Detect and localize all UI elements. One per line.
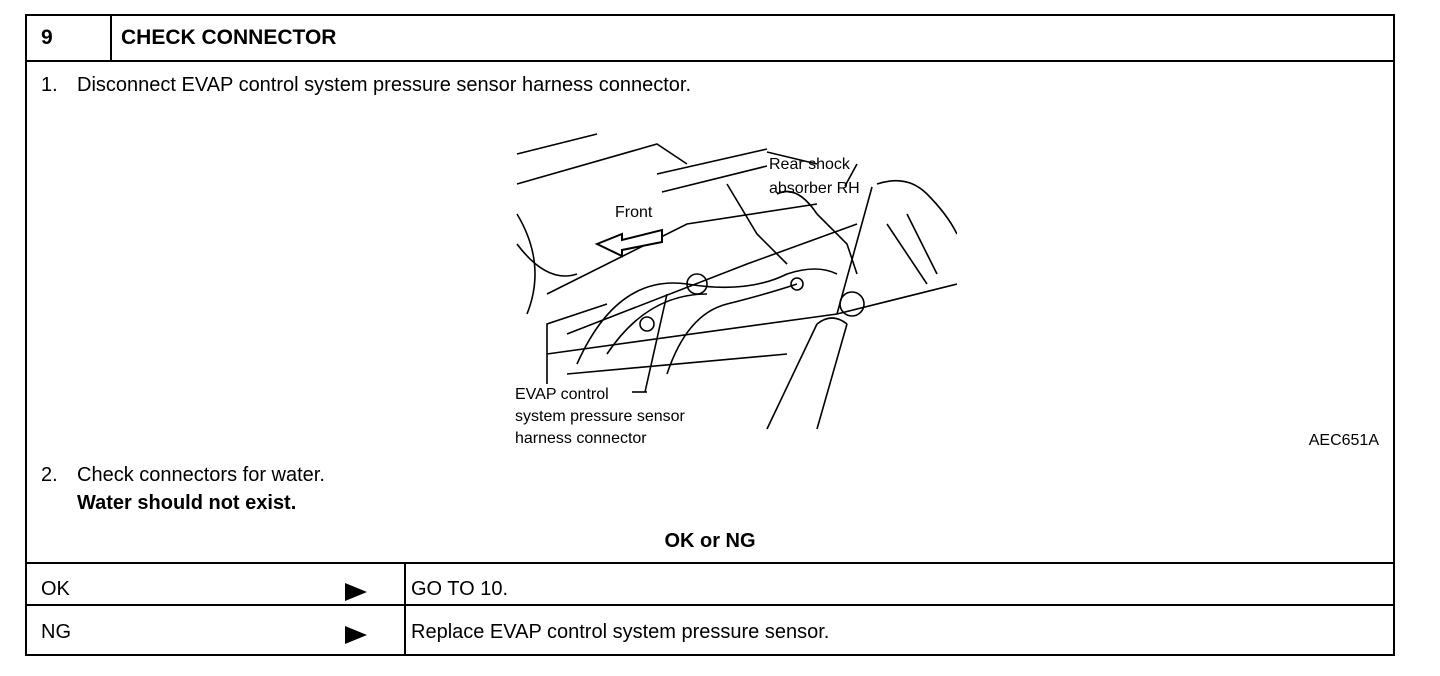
- step-1-number: 1.: [41, 74, 58, 96]
- result-ng-action: Replace EVAP control system pressure sen…: [411, 621, 830, 643]
- figure-label-evap-1: EVAP control: [515, 386, 609, 403]
- step-2-text: Check connectors for water.: [77, 464, 325, 486]
- connector-location-figure: Front Rear shock absorber RH EVAP contro…: [515, 133, 957, 444]
- step-2-number: 2.: [41, 464, 58, 486]
- result-heading: OK or NG: [664, 530, 756, 552]
- figure-label-front: Front: [615, 204, 653, 221]
- requirement-text: Water should not exist.: [77, 492, 297, 514]
- step-header: 9 CHECK CONNECTOR: [27, 16, 1393, 62]
- figure-label-evap-3: harness connector: [515, 430, 647, 444]
- result-divider-top: [27, 562, 1393, 564]
- instruction-step-2: 2. Check connectors for water.: [41, 464, 325, 487]
- figure-label-shock-1: Rear shock: [769, 156, 851, 173]
- step-title: CHECK CONNECTOR: [121, 26, 337, 49]
- step-1-text: Disconnect EVAP control system pressure …: [77, 74, 691, 96]
- instruction-step-1: 1. Disconnect EVAP control system pressur…: [41, 74, 691, 97]
- result-ok-label: OK: [41, 578, 70, 600]
- result-ng-label: NG: [41, 621, 71, 643]
- result-ok-action: GO TO 10.: [411, 578, 509, 600]
- figure-label-shock-2: absorber RH: [769, 180, 860, 197]
- figure-code: AEC651A: [1308, 432, 1379, 449]
- procedure-sheet: 9 CHECK CONNECTOR 1. Disconnect EVAP cont…: [25, 14, 1395, 656]
- ng-arrow-icon: [345, 626, 367, 644]
- step-number: 9: [27, 16, 112, 60]
- figure-label-evap-2: system pressure sensor: [515, 408, 686, 425]
- result-divider-middle: [27, 604, 1393, 606]
- result-column-divider: [404, 564, 406, 656]
- ok-arrow-icon: [345, 583, 367, 601]
